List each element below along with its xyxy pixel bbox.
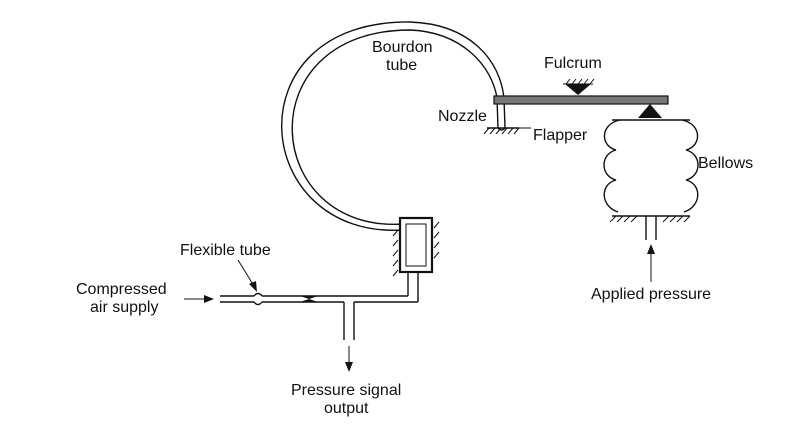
fulcrum-label: Fulcrum <box>544 55 602 72</box>
bourdon-socket <box>392 216 440 277</box>
air-supply-piping <box>220 272 419 340</box>
bellows-label: Bellows <box>698 155 753 172</box>
flapper-label: Flapper <box>533 127 588 144</box>
output-label-line1: Pressure signal <box>291 382 401 399</box>
bellows-pivot <box>638 104 662 118</box>
compressed-air-label-line2: air supply <box>90 299 158 316</box>
bourdon-label-line1: Bourdon <box>372 39 433 56</box>
flapper-beam <box>493 95 669 105</box>
fulcrum-support <box>563 78 595 95</box>
flexible-tube-label: Flexible tube <box>180 242 271 259</box>
flexible-tube-leader <box>237 259 255 287</box>
bellows <box>603 119 699 240</box>
applied-pressure-label: Applied pressure <box>591 286 711 303</box>
output-arrow <box>345 346 353 372</box>
flapper-base <box>483 127 531 135</box>
nozzle-label: Nozzle <box>438 108 487 125</box>
output-label-line2: output <box>324 400 369 417</box>
bourdon-label-line2: tube <box>386 57 417 74</box>
air-inlet-arrow <box>184 295 214 303</box>
flexible-tube-leader-head <box>249 281 257 292</box>
compressed-air-label-line1: Compressed <box>76 281 167 298</box>
applied-pressure-arrow <box>647 244 655 282</box>
